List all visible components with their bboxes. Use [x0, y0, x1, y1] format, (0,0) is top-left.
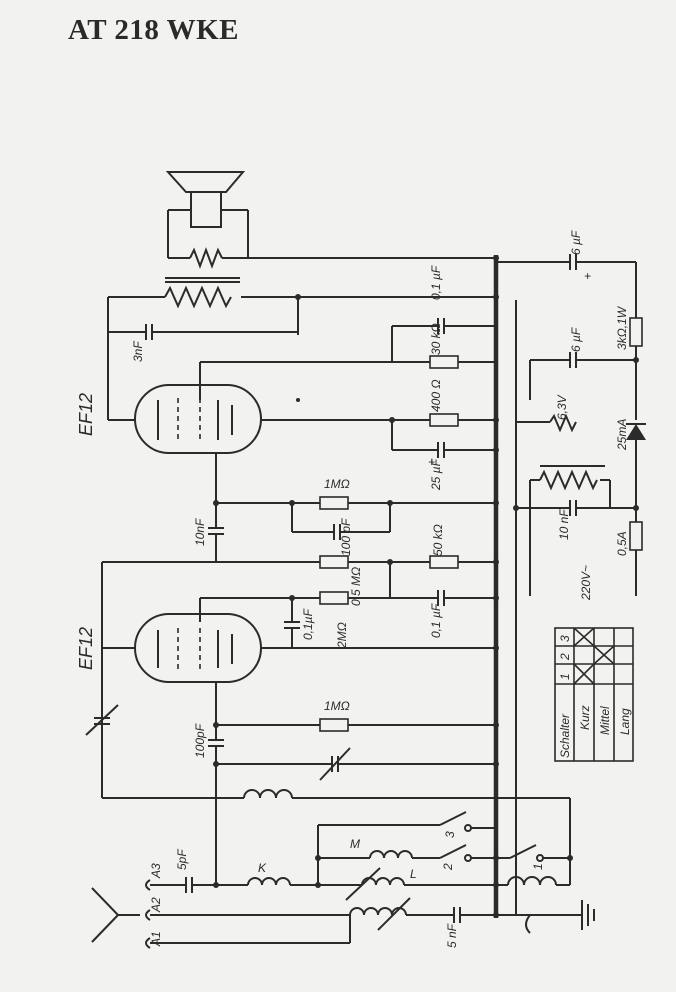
label-c-3nF: 3nF — [131, 341, 145, 362]
label-c-10nF-right: 10 nF — [557, 509, 571, 540]
speaker-symbol — [165, 171, 496, 269]
resistor-2M — [319, 591, 349, 605]
mains-winding — [539, 469, 598, 491]
label-sw-2: 2 — [441, 863, 455, 871]
socket-A1 — [145, 937, 151, 949]
table-row-mittel: Mittel — [598, 706, 612, 735]
fuse — [629, 521, 643, 551]
label-r-0-5M: 0,5 MΩ — [349, 567, 363, 606]
label-c-25uF: 25 µF — [429, 458, 443, 491]
label-c-100pF-low: 100pF — [193, 723, 207, 758]
rectifier-diode — [626, 424, 646, 440]
reaction-coil — [243, 789, 293, 799]
resistor-30k — [429, 355, 459, 369]
antenna-coil — [349, 907, 407, 916]
table-header-3: 3 — [558, 635, 572, 642]
label-c-10nF-left: 10nF — [193, 518, 207, 546]
switch-contact-1 — [509, 844, 537, 859]
coil-M — [369, 850, 413, 859]
label-r-1M-top: 1MΩ — [324, 477, 350, 491]
socket-A3 — [145, 879, 151, 891]
resistor-400 — [429, 413, 459, 427]
label-c-5pF: 5pF — [175, 849, 189, 870]
svg-text:+: + — [584, 269, 591, 283]
label-c-100pF-mid: 100 pF — [339, 518, 353, 556]
label-lamp-6-3V: 6,3V — [555, 394, 569, 420]
label-ant-A1: A1 — [149, 931, 163, 947]
label-mains: 220V~ — [579, 565, 593, 601]
resistor-0-5M — [319, 555, 349, 569]
label-c-01uF-low: 0,1 µF — [429, 603, 443, 638]
switch-contact-3 — [439, 811, 467, 826]
switch-contact-2 — [439, 844, 467, 859]
tube-1-envelope — [134, 384, 262, 454]
resistor-1M-top — [319, 496, 349, 510]
output-transformer-primary — [107, 285, 298, 420]
svg-text:+: + — [428, 455, 435, 469]
ground-symbol — [581, 900, 595, 930]
label-c-01uF-grid: 0,1µF — [301, 608, 315, 640]
label-r-2M: 2MΩ — [335, 622, 349, 649]
label-r-1M-low: 1MΩ — [324, 699, 350, 713]
resistor-50k — [429, 555, 459, 569]
label-ant-A3: A3 — [149, 863, 163, 879]
switch-table — [554, 627, 634, 762]
antenna-symbol — [91, 887, 140, 943]
label-c-6uF-mid: 6 µF — [569, 327, 583, 352]
table-header-2: 2 — [558, 653, 572, 661]
tube-1-label: EF12 — [76, 393, 96, 436]
coil-L-tuning-arrow — [345, 867, 381, 901]
coil-K — [247, 877, 291, 886]
label-sw-1: 1 — [531, 863, 545, 870]
label-ant-A2: A2 — [149, 897, 163, 913]
filament-winding — [549, 413, 577, 433]
label-r-400: 400 Ω — [429, 380, 443, 412]
label-c-01uF-top: 0,1 µF — [429, 265, 443, 300]
label-coil-L: L — [410, 867, 417, 881]
label-diode-25mA: 25mA — [615, 419, 629, 451]
label-sw-3: 3 — [443, 831, 457, 838]
label-r-30k: 30 kΩ — [429, 323, 443, 355]
resistor-1M-low — [319, 718, 349, 732]
long-wave-coil — [507, 876, 557, 886]
table-header-1: 1 — [558, 673, 572, 680]
table-row-kurz: Kurz — [578, 705, 592, 730]
label-r-3k: 3kΩ,1W — [615, 305, 629, 350]
earth-socket — [525, 914, 531, 934]
socket-A2 — [145, 909, 151, 921]
label-c-5nF: 5 nF — [445, 923, 459, 948]
label-c-6uF-top: 6 µF — [569, 230, 583, 255]
tube-2-label: EF12 — [76, 627, 96, 670]
label-coil-K: K — [258, 861, 267, 875]
resistor-3k — [629, 317, 643, 347]
label-fuse: 0,5A — [615, 531, 629, 556]
tube-2-envelope — [134, 613, 262, 683]
antenna-coil-arrow — [377, 897, 411, 931]
label-coil-M: M — [350, 837, 360, 851]
label-r-50k: 50 kΩ — [431, 524, 445, 556]
table-header-schalter: Schalter — [558, 713, 572, 758]
diagram-title: AT 218 WKE — [68, 14, 239, 46]
table-row-lang: Lang — [618, 708, 632, 735]
